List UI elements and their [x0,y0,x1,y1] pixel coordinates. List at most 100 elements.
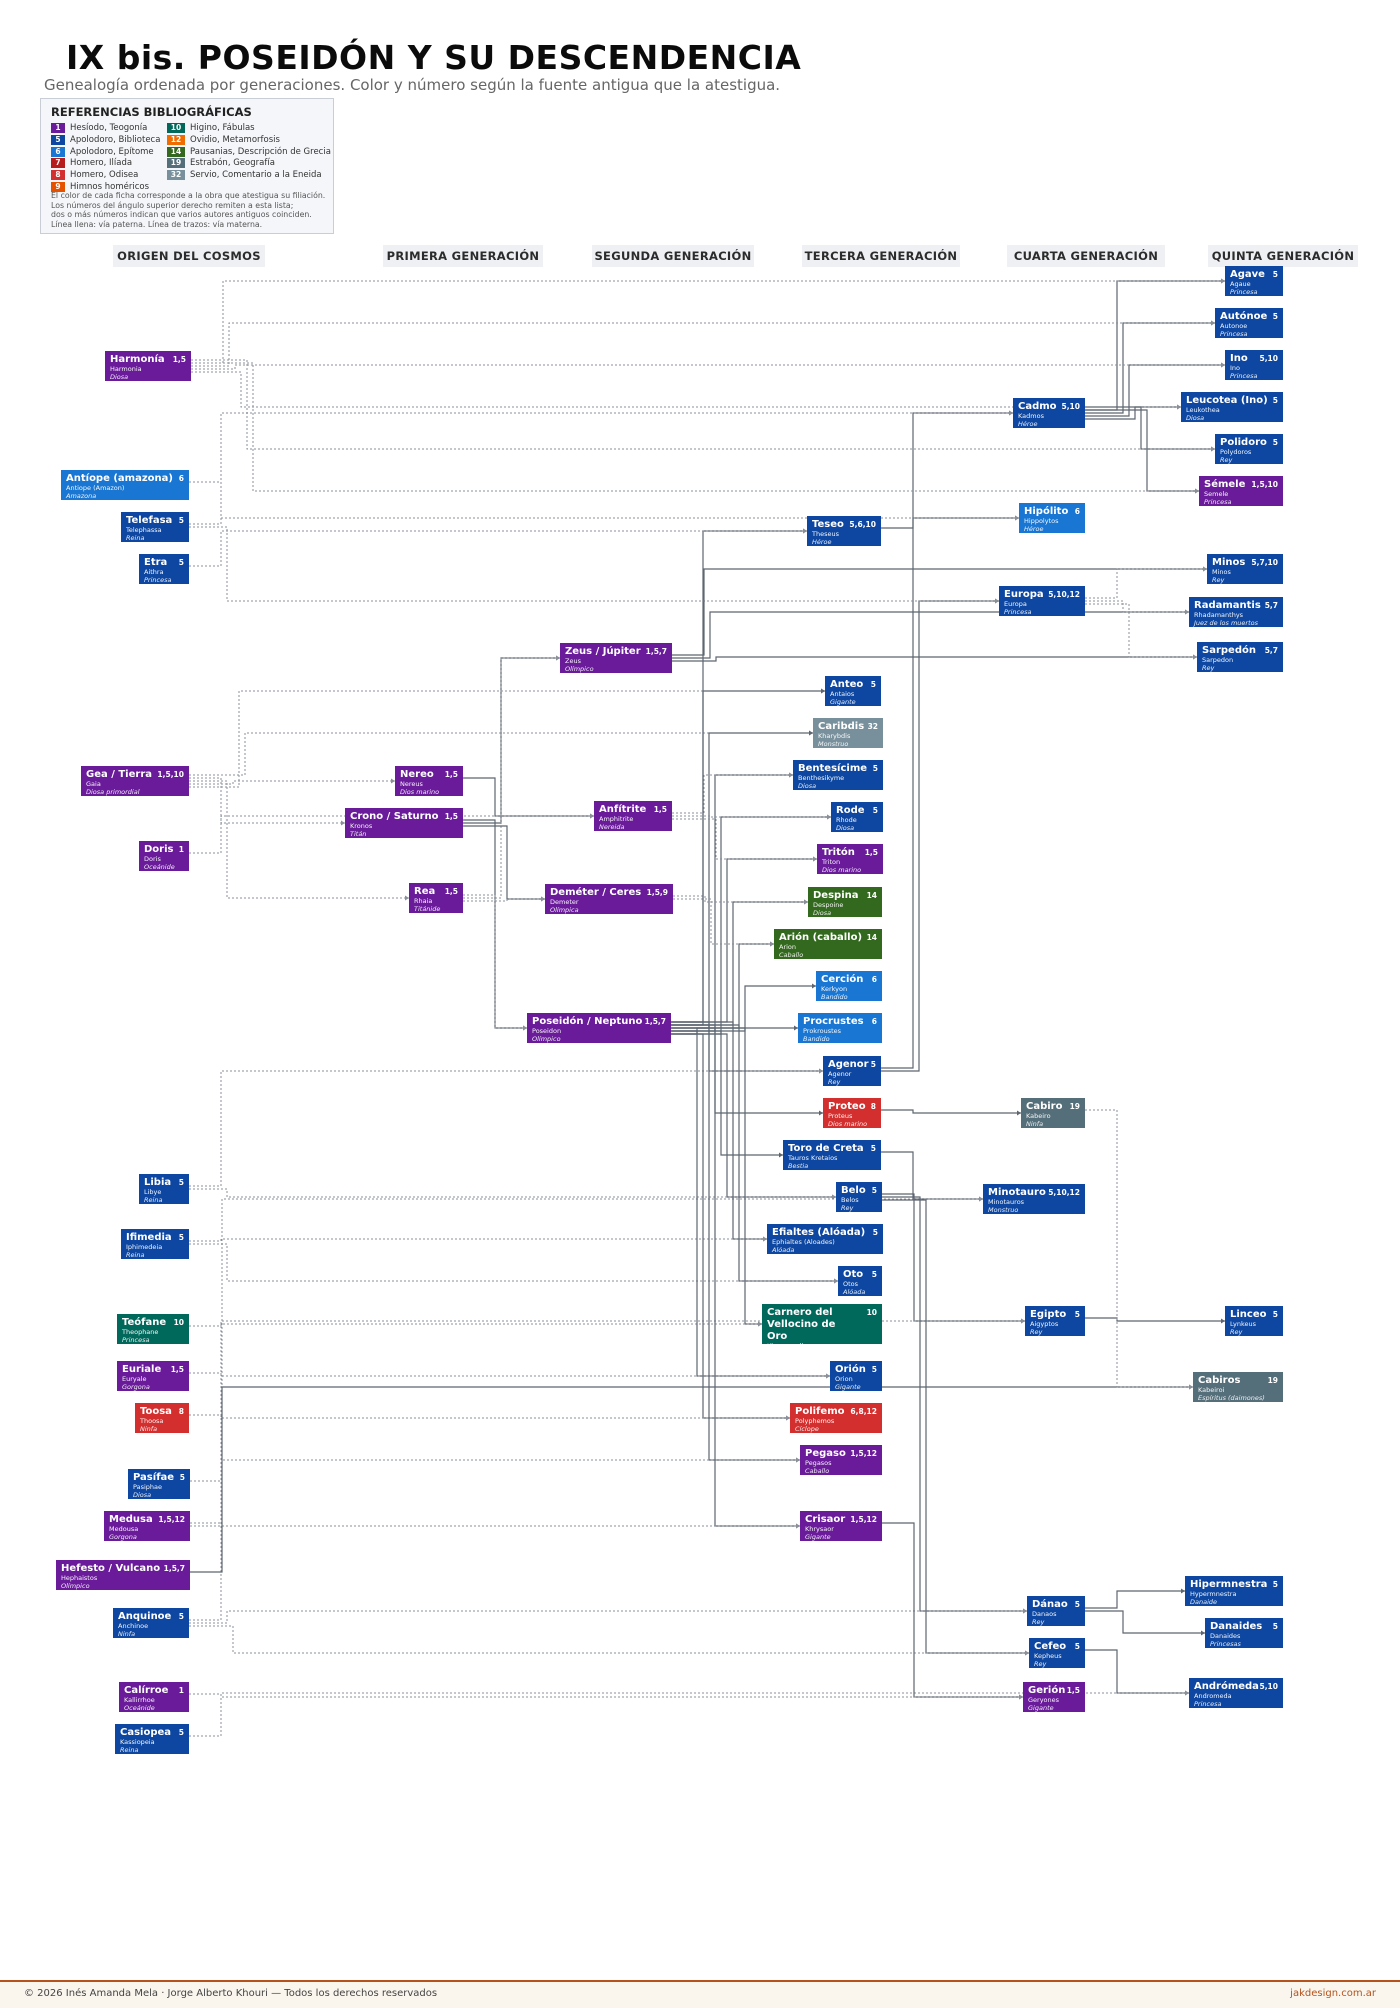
node-role: Gigante [830,697,856,706]
node-greek-name: Despoine [813,901,844,909]
node-refs: 5 [871,1365,877,1374]
node-greek-name: Belos [841,1196,859,1204]
node-role: Reina [144,1195,163,1204]
legend-note: El color de cada ficha corresponde a la … [51,191,325,229]
edge-crisaor-gerion [882,1522,1023,1698]
edge-arrowhead [834,1278,838,1284]
node-role: Monstruo [818,739,849,748]
generation-header-third: TERCERA GENERACIÓN [802,245,960,267]
legend-note-line: Los números del ángulo superior derecho … [51,200,294,210]
node-role: Princesa [144,575,172,584]
edge-arrowhead [1009,410,1013,416]
edge-crono-zeus [463,657,560,824]
edge-danao-hipermnestra [1085,1590,1185,1609]
footer-site-link[interactable]: jakdesign.com.ar [1290,1988,1376,1999]
node-role: Princesa [122,1335,150,1344]
node-name: Pegaso [805,1448,846,1459]
edge-arrowhead [804,899,808,905]
edge-poseidon-cercion [671,985,816,1032]
edge-telefasa-europa [189,526,999,602]
node-name: Gea / Tierra [86,769,152,780]
node-role: Diosa [133,1490,152,1499]
node-role: Rey [1212,575,1225,584]
edge-cadmo-agave [1085,280,1225,411]
edge-harmonia-ino [191,364,1225,370]
node-carnero[interactable]: Carnero del Vellocino de Oro10Khrysomall… [762,1304,882,1344]
node-greek-name: Rhode [836,816,857,824]
node-name: Radamantis [1194,600,1261,611]
edge-gea-rea [189,780,409,899]
edge-teofane-carnero [189,1323,762,1327]
generation-header-origin: ORIGEN DEL COSMOS [113,245,265,267]
edge-arrowhead [1211,446,1215,452]
